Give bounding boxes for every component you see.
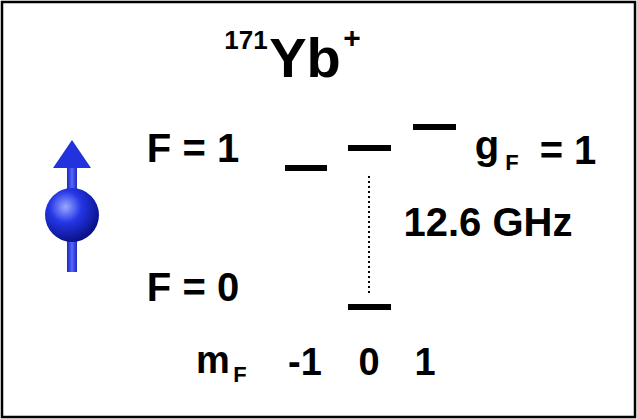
splitting-line [368, 176, 370, 296]
mf-value: 1 [414, 343, 435, 381]
subscript: F [505, 152, 518, 174]
frequency-label: 12.6 GHz [404, 202, 573, 242]
subscript: F [233, 364, 246, 386]
spin-arrow-head [53, 140, 91, 168]
level-bar [348, 145, 391, 151]
g-factor-symbol: g [475, 125, 499, 165]
quantum-number-symbol: m [196, 341, 230, 379]
charge-sign: + [343, 23, 361, 53]
level-bar [285, 165, 327, 171]
mf-value: -1 [288, 343, 322, 381]
mf-value: 0 [358, 343, 379, 381]
level-bar [413, 124, 456, 130]
mass-number: 171 [224, 27, 267, 53]
level-bar [348, 304, 391, 310]
g-factor-value: = 1 [540, 130, 597, 170]
spin-sphere [45, 188, 99, 242]
level-label: F = 1 [147, 128, 239, 168]
level-label: F = 0 [147, 267, 239, 307]
element-symbol: Yb [269, 30, 341, 86]
